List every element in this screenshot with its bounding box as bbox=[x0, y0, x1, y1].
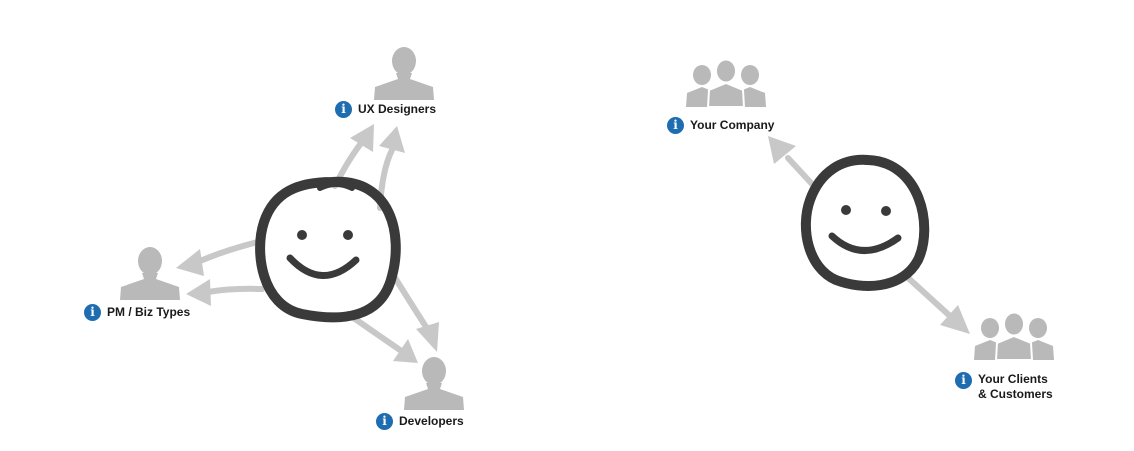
label-text: Your Company bbox=[690, 118, 775, 132]
label-text: Developers bbox=[399, 414, 464, 428]
label-your-clients-customers[interactable]: i Your Clients & Customers bbox=[955, 372, 1053, 402]
right-arrowheads bbox=[768, 136, 970, 334]
info-icon[interactable]: i bbox=[376, 413, 393, 430]
arrow-to-company bbox=[785, 155, 815, 187]
info-icon[interactable]: i bbox=[667, 117, 684, 134]
arrowhead-ux-2 bbox=[379, 126, 405, 153]
arrow-to-dev-1 bbox=[389, 270, 431, 333]
info-icon[interactable]: i bbox=[84, 304, 101, 321]
label-your-company[interactable]: i Your Company bbox=[667, 117, 774, 134]
arrowhead-ux-1 bbox=[350, 124, 374, 152]
group-icon-clients bbox=[973, 311, 1055, 361]
arrowhead-clients bbox=[940, 305, 970, 334]
label-line-1: Your Clients bbox=[978, 372, 1048, 386]
label-line-2: & Customers bbox=[978, 387, 1053, 401]
arrowhead-pm-1 bbox=[176, 249, 204, 276]
label-text: PM / Biz Types bbox=[107, 305, 191, 319]
info-icon[interactable]: i bbox=[955, 372, 972, 389]
label-text: UX Designers bbox=[358, 102, 437, 116]
right-eye bbox=[881, 206, 891, 216]
left-eye bbox=[297, 230, 307, 240]
arrowhead-company bbox=[768, 136, 796, 164]
label-developers[interactable]: i Developers bbox=[376, 413, 464, 430]
person-icon-ux bbox=[374, 47, 434, 100]
right-arrows bbox=[785, 155, 953, 319]
smiley-face-left bbox=[255, 176, 401, 323]
person-icon-pm bbox=[120, 247, 180, 300]
label-ux-designers[interactable]: i UX Designers bbox=[335, 101, 436, 118]
info-icon[interactable]: i bbox=[335, 101, 352, 118]
person-icon-dev bbox=[404, 357, 464, 410]
left-arrowheads bbox=[176, 124, 439, 363]
smiley-face-right bbox=[800, 154, 930, 291]
label-pm-biz-types[interactable]: i PM / Biz Types bbox=[84, 304, 190, 321]
right-eye bbox=[343, 230, 353, 240]
group-icon-company bbox=[685, 58, 767, 108]
arrowhead-dev-1 bbox=[416, 322, 439, 352]
arrow-to-pm-1 bbox=[195, 238, 265, 265]
label-text: Your Clients & Customers bbox=[978, 372, 1053, 402]
arrowhead-dev-2 bbox=[393, 339, 418, 363]
arrowhead-pm-2 bbox=[186, 279, 211, 306]
arrow-to-clients bbox=[903, 273, 953, 319]
left-eye bbox=[841, 205, 851, 215]
arrow-to-pm-2 bbox=[205, 285, 265, 295]
